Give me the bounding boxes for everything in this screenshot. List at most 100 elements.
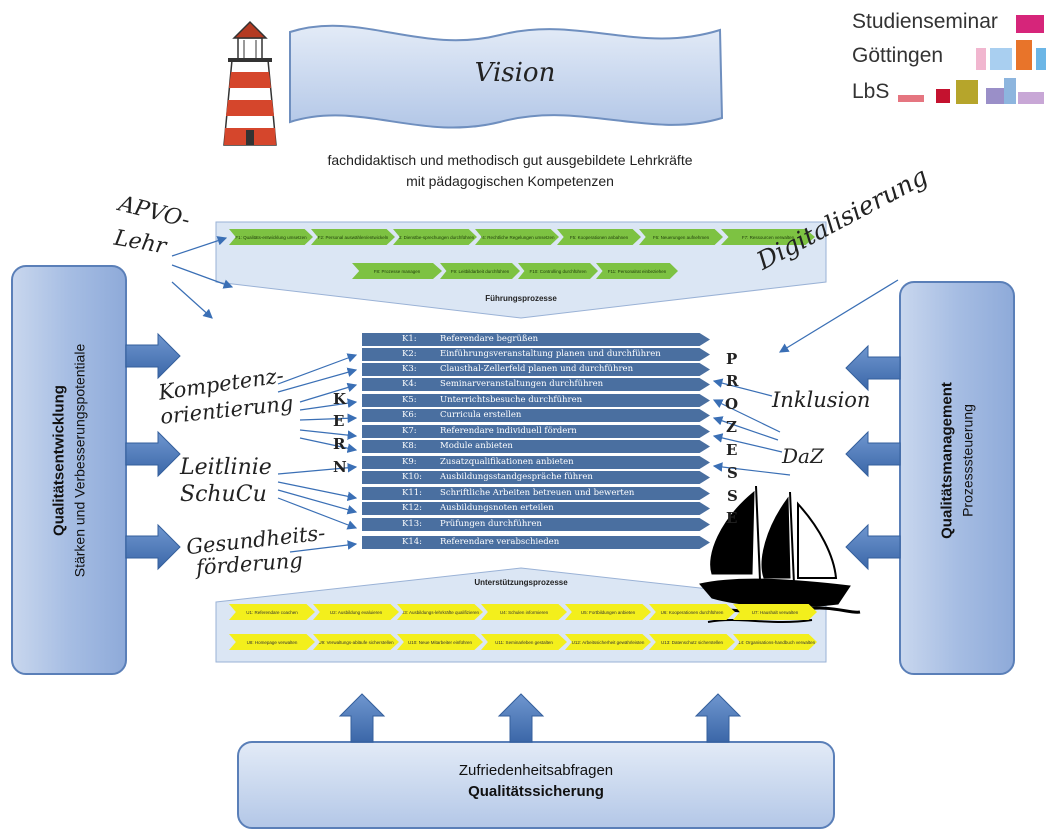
process-f10: F10: Controlling durchführen — [518, 263, 598, 279]
kern-row-11: K11: Schriftliche Arbeiten betreuen und b… — [362, 487, 710, 500]
kern-text: Clausthal-Zellerfeld planen und durchfüh… — [440, 364, 634, 374]
kern-row-7: K7: Referendare individuell fördern — [362, 425, 710, 438]
logo-squares — [898, 15, 1046, 104]
annotation-arrows — [171, 236, 899, 553]
process-u10: U10: Neue Mitarbeiter einführen — [397, 634, 483, 650]
lighthouse-icon — [223, 20, 277, 146]
kern-id: K1: — [402, 334, 417, 344]
kern-text: Referendare individuell fördern — [440, 426, 577, 436]
kern-row-12: K12: Ausbildungsnoten erteilen — [362, 502, 710, 515]
process-f11: F11: Personalrat einbeziehen — [596, 263, 678, 279]
prozesse-letter: O — [725, 395, 739, 413]
left-box-subtitle: Stärken und Verbesserungspotentiale — [71, 343, 88, 578]
process-f8: F8: Prozesse managen — [352, 263, 442, 279]
leitlinie-label-1: Leitlinie — [180, 455, 272, 480]
kern-text: Referendare verabschieden — [440, 537, 560, 547]
prozesse-letter: S — [727, 487, 738, 505]
process-f2: F2: Personal auswählen/entwickeln — [311, 229, 395, 245]
kern-id: K11: — [402, 488, 423, 498]
kern-letter: R — [333, 435, 346, 453]
vision-title: Vision — [474, 58, 556, 88]
right-box-title: Qualitätsmanagement — [938, 382, 956, 539]
kern-id: K2: — [402, 349, 417, 359]
kern-text: Zusatzqualifikationen anbieten — [440, 457, 574, 467]
kern-id: K10: — [402, 472, 423, 482]
left-box-text: Qualitätsentwicklung Stärken und Verbess… — [49, 261, 90, 661]
kern-text: Ausbildungsnoten erteilen — [440, 503, 554, 513]
prozesse-letter: E — [726, 509, 738, 527]
kern-id: K4: — [402, 379, 417, 389]
process-u2: U2: Ausbildung evaluieren — [313, 604, 399, 620]
subtitle-line1: fachdidaktisch und methodisch gut ausgeb… — [327, 152, 693, 168]
kern-row-13: K13:Prüfungen durchführen — [362, 518, 710, 531]
kern-row-4: K4: Seminarveranstaltungen durchführen — [362, 378, 710, 391]
prozesse-letter: E — [726, 441, 738, 459]
right-arrows — [845, 344, 901, 571]
process-u4: U4: Schulen informieren — [481, 604, 567, 620]
process-f5: F5: Kooperationen anbahnen — [557, 229, 641, 245]
kern-id: K5: — [402, 395, 417, 405]
subtitle-line2: mit pädagogischen Kompetenzen — [406, 173, 614, 189]
process-u6: U6: Kooperationen durchführen — [649, 604, 735, 620]
kern-id: K8: — [402, 441, 417, 451]
kern-letter: K — [333, 390, 347, 408]
left-box-title: Qualitätsentwicklung — [50, 385, 68, 536]
kern-row-6: K6:Curricula erstellen — [362, 409, 710, 422]
bottom-box — [237, 741, 835, 829]
left-box — [11, 265, 127, 675]
kern-text: Schriftliche Arbeiten betreuen und bewer… — [440, 488, 635, 498]
kern-row-1: K1:Referendare begrüßen — [362, 333, 710, 346]
kern-letter: N — [333, 458, 347, 476]
kern-id: K7: — [402, 426, 417, 436]
right-box — [899, 281, 1015, 675]
process-u7: U7: Haushalt verwalten — [733, 604, 817, 620]
kern-text: Unterrichtsbesuche durchführen — [440, 395, 583, 405]
process-u5: U5: Fortbildungen anbieten — [565, 604, 651, 620]
kern-id: K14: — [402, 537, 423, 547]
process-f1: F1: Qualitäts-entwicklung umsetzen — [229, 229, 313, 245]
process-f4: F4: Rechtliche Regelungen umsetzen — [475, 229, 559, 245]
logo-line2: Göttingen — [852, 44, 944, 67]
process-u13: U13: Datenschutz sicherstellen — [649, 634, 735, 650]
left-arrows — [125, 332, 181, 571]
process-u1: U1: Referendare coachen — [229, 604, 315, 620]
kern-row-14: K14: Referendare verabschieden — [362, 536, 710, 549]
process-f6: F6: Neuerungen aufnehmen — [639, 229, 723, 245]
right-box-text: Qualitätsmanagement Prozesssteuerung — [937, 261, 978, 661]
kern-id: K9: — [402, 457, 417, 467]
process-u8: U8: Homepage verwalten — [229, 634, 315, 650]
kern-id: K6: — [402, 410, 417, 420]
prozesse-letter: S — [727, 464, 738, 482]
kern-row-8: K8: Module anbieten — [362, 440, 710, 453]
fuehrung-label: Führungsprozesse — [485, 294, 557, 303]
unterstuetzung-label: Unterstützungsprozesse — [474, 578, 568, 587]
bottom-box-line1: Zufriedenheitsabfragen — [458, 762, 614, 779]
process-u12: U12: Arbeitssicherheit gewährleisten — [565, 634, 651, 650]
kern-text: Einführungsveranstaltung planen und durc… — [440, 349, 661, 359]
sailboat-icon — [689, 485, 861, 623]
right-box-subtitle: Prozesssteuerung — [959, 404, 976, 517]
kern-text: Prüfungen durchführen — [440, 519, 542, 529]
kern-text: Seminarveranstaltungen durchführen — [440, 379, 604, 389]
process-u11: U11: Seminarleben gestalten — [481, 634, 567, 650]
logo-line1: Studienseminar — [852, 10, 998, 33]
kern-row-10: K10: Ausbildungsstandgespräche führen — [362, 471, 710, 484]
process-u14: U14: Organisations-handbuch verwalten — [733, 634, 817, 650]
process-f7: F7: Ressourcen verwalten — [721, 229, 815, 245]
kern-row-5: K5: Unterrichtsbesuche durchführen — [362, 394, 710, 407]
leitlinie-label-2: SchuCu — [180, 482, 267, 507]
inklusion-label: Inklusion — [772, 388, 871, 412]
vision-subtitle: fachdidaktisch und methodisch gut ausgeb… — [250, 150, 770, 192]
process-f9: F9: Leitbildarbeit durchführen — [440, 263, 520, 279]
prozesse-letter: P — [726, 350, 738, 368]
kern-row-3: K3:Clausthal-Zellerfeld planen und durch… — [362, 363, 710, 376]
up-arrows — [338, 693, 742, 743]
prozesse-letter: Z — [726, 418, 737, 436]
bottom-box-line2: Qualitätssicherung — [468, 783, 604, 800]
process-u3: U3: Ausbildungs-lehrkräfte qualifizieren — [397, 604, 483, 620]
kern-letter: E — [333, 412, 345, 430]
kern-text: Ausbildungsstandgespräche führen — [440, 472, 593, 482]
kern-text: Module anbieten — [440, 441, 513, 451]
kern-id: K12: — [402, 503, 423, 513]
bottom-box-text: Zufriedenheitsabfragen Qualitätssicherun… — [243, 760, 829, 802]
